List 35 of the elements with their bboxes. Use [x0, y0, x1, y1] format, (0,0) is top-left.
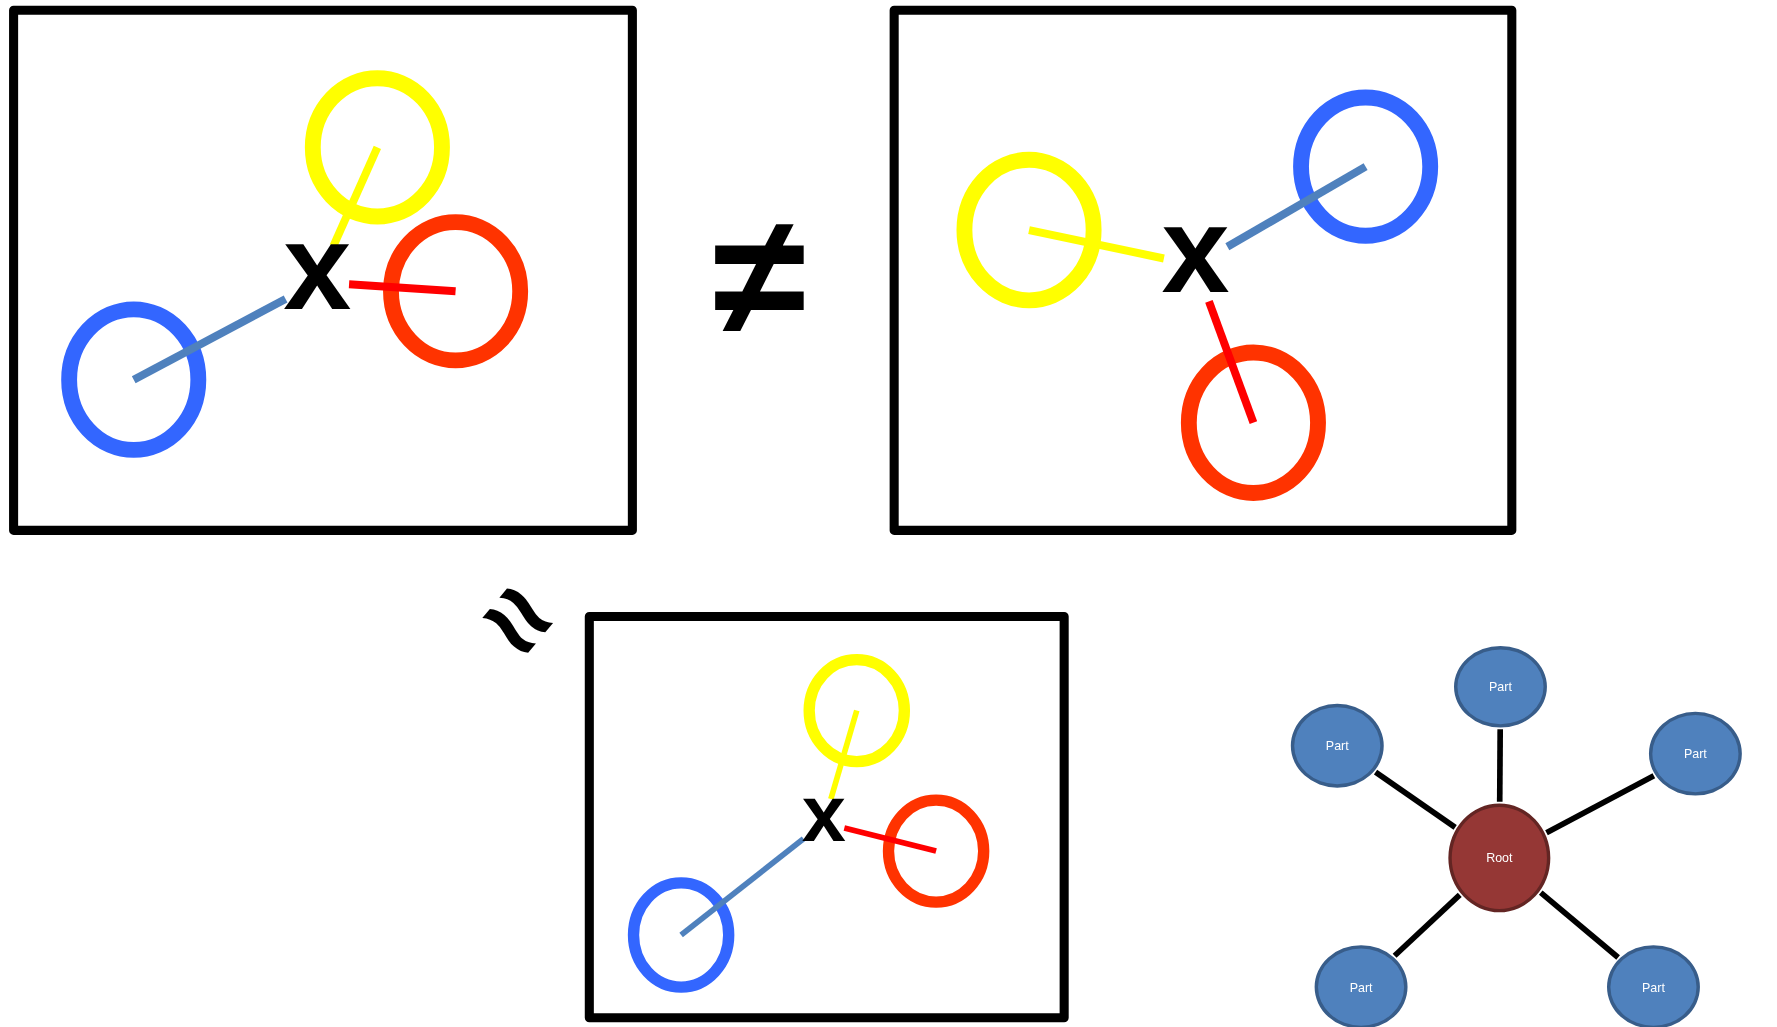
connector-line — [131, 295, 288, 384]
x-label: x — [1163, 228, 1228, 302]
connector-line — [1225, 163, 1368, 251]
panel-frame — [584, 612, 1069, 1023]
panel-frame — [889, 5, 1517, 535]
connector-line — [1538, 890, 1620, 960]
ring-shape — [61, 301, 207, 458]
x-label: x — [803, 798, 845, 847]
ring-shape — [1180, 344, 1326, 501]
root-node: Root — [1448, 803, 1551, 913]
approx-sign: ≈ — [458, 555, 580, 683]
connector-line — [843, 825, 937, 854]
part-node: Part — [1648, 711, 1742, 796]
part-node: Part — [1290, 703, 1384, 788]
ring-shape — [803, 653, 911, 768]
connector-line — [1028, 226, 1165, 263]
part-node: Part — [1314, 945, 1408, 1027]
ring-shape — [882, 794, 990, 908]
not-equal-sign: ≠ — [712, 190, 806, 361]
connector-line — [1545, 773, 1656, 836]
x-label: x — [285, 245, 350, 319]
ring-shape — [627, 877, 735, 993]
ring-shape — [304, 70, 450, 225]
connector-line — [679, 836, 806, 938]
ring-shape — [956, 151, 1102, 309]
connector-line — [1392, 892, 1462, 958]
connector-line — [1496, 729, 1504, 802]
connector-line — [1205, 300, 1258, 425]
connector-line — [1373, 769, 1457, 830]
panel-frame — [9, 5, 637, 535]
ring-shape — [1293, 89, 1439, 244]
part-node: Part — [1607, 945, 1700, 1027]
connector-line — [828, 709, 860, 800]
ring-shape — [383, 214, 529, 369]
part-node: Part — [1454, 646, 1547, 728]
